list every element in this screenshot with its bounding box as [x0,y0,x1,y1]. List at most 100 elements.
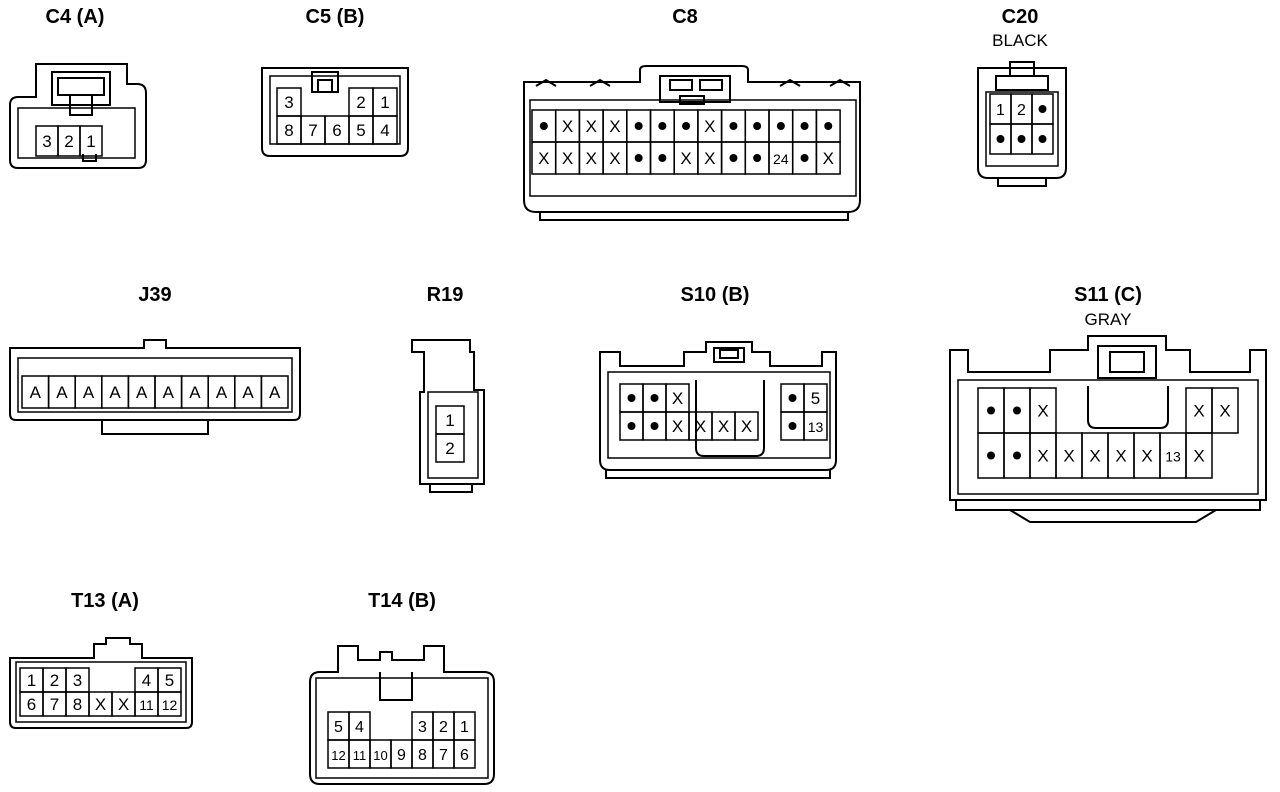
pin-label-s10: X [718,417,729,436]
connector-title-s10: S10 (B) [680,284,750,306]
pin-label-t14: 8 [418,747,427,764]
pin-label-s10: X [695,417,706,436]
pin-cell-s10 [803,411,828,441]
pin-dot-s11 [987,451,995,460]
pin-label-c5: 8 [284,121,293,140]
connector-color-s11: GRAY [1084,310,1132,329]
pin-dot-s10 [627,422,636,430]
pin-label-t13: 1 [27,671,36,690]
pin-label-t13: 11 [139,697,154,713]
pin-label-c8: X [562,149,573,168]
pin-label-c8: X [823,149,834,168]
pin-dot-s10 [650,422,659,430]
pin-label-j39: A [163,383,175,402]
pin-dot-c20 [996,135,1005,143]
pin-label-c8: X [704,149,715,168]
connector-title-t14: T14 (B) [368,590,436,612]
pin-label-t14: 3 [418,719,427,736]
pin-dot-s10 [627,394,636,402]
pin-label-r19: 1 [445,411,454,430]
pin-label-c5: 2 [356,93,365,112]
pin-label-c8: X [586,149,597,168]
pin-label-t13: 6 [27,695,36,714]
pin-label-t13: 12 [162,697,178,713]
connector-title-c4: C4 (A) [45,6,105,28]
pin-dot-c8 [634,122,643,130]
pin-label-t14: 5 [334,719,343,736]
pin-label-c8: X [609,117,620,136]
pin-dot-c8 [776,122,785,130]
connector-title-c5: C5 (B) [305,6,365,28]
pin-label-s11: X [1141,447,1152,466]
connector-title-s11: S11 (C) [1074,284,1142,306]
connector-color-c20: BLACK [992,31,1048,50]
pin-label-t14: 9 [397,747,406,764]
pin-label-c20: 1 [996,102,1005,119]
pin-label-j39: A [216,383,228,402]
pin-label-t13: 8 [73,695,82,714]
pin-dot-s11 [1013,451,1021,460]
pin-label-j39: A [56,383,68,402]
pin-label-c8: X [562,117,573,136]
pin-label-s10: X [672,389,683,408]
pin-dot-c8 [539,122,548,130]
pin-dot-c8 [634,154,643,162]
pin-label-t14: 6 [460,747,469,764]
pin-label-c8: X [680,149,691,168]
pin-cell-s10 [734,411,759,441]
pin-label-c8: X [704,117,715,136]
pin-dot-c8 [658,122,667,130]
pin-label-c5: 7 [308,121,317,140]
pin-label-t13: X [118,695,129,714]
pin-label-r19: 2 [445,439,454,458]
pin-cell-j39 [260,375,289,409]
pin-label-j39: A [189,383,201,402]
pin-label-s11: X [1219,402,1230,421]
connector-title-c20: C20 [1001,6,1039,28]
pin-dot-c8 [753,154,762,162]
pin-label-s11: 13 [1165,449,1181,465]
connector-title-c8: C8 [672,6,698,28]
pin-label-s10: 5 [811,389,820,408]
pin-label-c5: 6 [332,121,341,140]
pin-cell-s11 [1211,387,1239,434]
pin-label-t13: 3 [73,671,82,690]
pin-label-c20: 2 [1017,102,1026,119]
pin-dot-s10 [650,394,659,402]
pin-dot-c8 [729,122,738,130]
pin-label-s10: X [672,417,683,436]
pin-dot-c8 [800,154,809,162]
pin-cell-c4 [79,125,103,157]
pin-label-s11: X [1193,447,1204,466]
pin-label-t13: 7 [50,695,59,714]
pin-cell-c8 [815,141,841,175]
pin-dot-c8 [824,122,833,130]
pin-label-c5: 4 [380,121,389,140]
pin-label-s11: X [1063,447,1074,466]
pin-label-s11: X [1037,447,1048,466]
pin-label-j39: A [269,383,281,402]
pin-label-t13: 2 [50,671,59,690]
pin-cell-t14 [453,739,476,769]
pin-dot-c8 [658,154,667,162]
pin-dot-c8 [729,154,738,162]
connector-title-t13: T13 (A) [71,590,139,612]
pin-label-j39: A [83,383,95,402]
pin-dot-s10 [788,422,797,430]
pin-cell-c20 [1031,123,1054,155]
pin-label-t14: 10 [373,748,387,763]
pin-label-c4: 2 [64,132,73,151]
pin-label-t13: 5 [165,671,174,690]
pin-dot-c8 [800,122,809,130]
pin-label-t14: 12 [331,748,345,763]
pin-label-c5: 3 [284,93,293,112]
pin-label-c8: X [609,149,620,168]
pin-label-s11: X [1089,447,1100,466]
pin-dot-c20 [1038,135,1047,143]
